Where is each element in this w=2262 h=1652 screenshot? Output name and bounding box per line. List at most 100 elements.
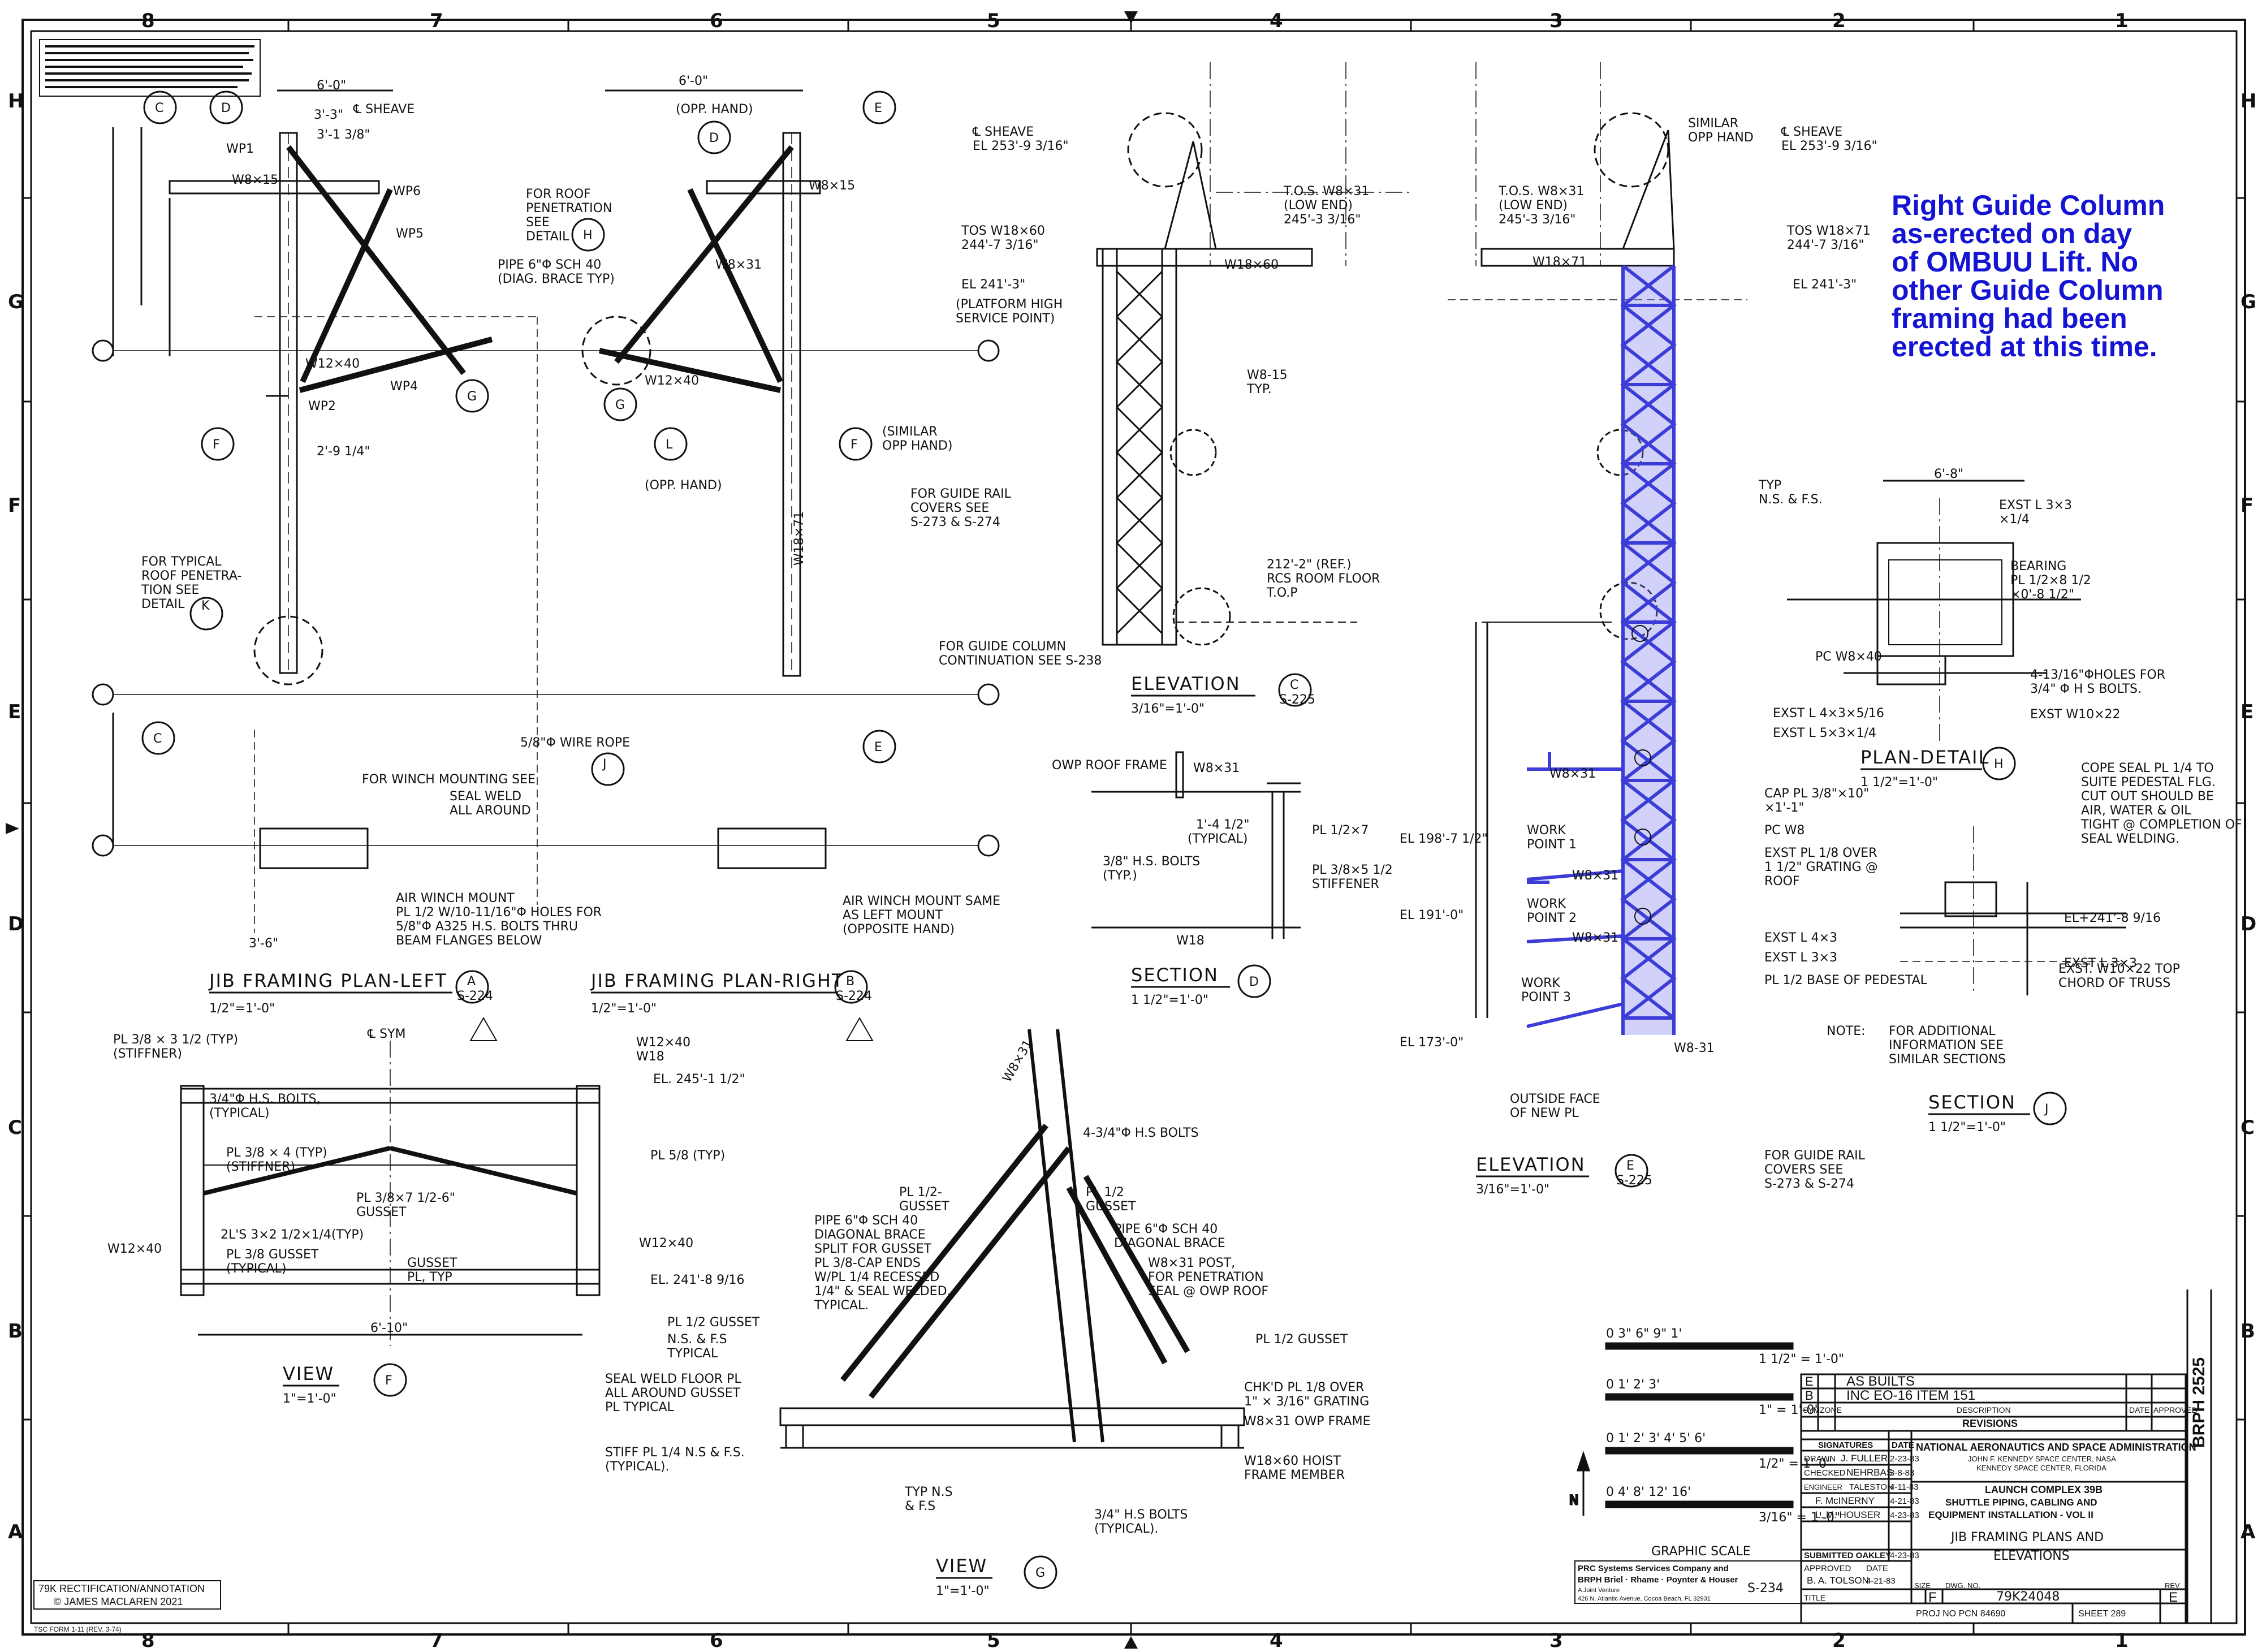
elevation-e-labels: SIMILAR OPP HAND ℄ SHEAVE EL 253'-9 3/16… [1400,117,1877,1120]
svg-text:TYP.: TYP. [1246,382,1272,396]
grid-row-a-right: A [2241,1521,2256,1543]
svg-text:SIMILAR: SIMILAR [1688,117,1738,131]
grid-ticks [23,20,2245,1634]
svg-text:PL 3/8 × 3 1/2 (TYP): PL 3/8 × 3 1/2 (TYP) [113,1033,238,1047]
view-markers [141,90,896,786]
svg-text:S-225: S-225 [1279,693,1315,707]
svg-text:BRPH Briel · Rhame · Poynter &: BRPH Briel · Rhame · Poynter & Houser [1578,1575,1738,1585]
svg-text:(TYPICAL): (TYPICAL) [226,1262,286,1276]
jib-right-title: JIB FRAMING PLAN-RIGHT 1/2"=1'-0" B S-22… [590,970,874,1041]
svg-text:(OPP. HAND): (OPP. HAND) [645,478,722,493]
svg-text:PL TYPICAL: PL TYPICAL [605,1400,675,1414]
grid-row-f-right: F [2241,494,2254,517]
svg-text:B: B [846,974,854,989]
svg-text:FRAME MEMBER: FRAME MEMBER [1244,1468,1345,1482]
svg-text:PRC Systems Services Company a: PRC Systems Services Company and [1578,1564,1729,1573]
svg-text:SIMILAR SECTIONS: SIMILAR SECTIONS [1889,1053,2006,1067]
jib-plan-right [598,89,827,869]
annotation-line-1: Right Guide Column [1892,189,2165,221]
svg-text:3'-3": 3'-3" [314,108,343,122]
svg-text:(OPPOSITE HAND): (OPPOSITE HAND) [843,922,955,937]
grid-col-3-bottom: 3 [1549,1629,1563,1652]
annotation-line-5: framing had been [1892,303,2127,334]
svg-text:SYM: SYM [1803,1405,1820,1414]
svg-text:DATE: DATE [1892,1440,1914,1450]
svg-text:WORK: WORK [1527,897,1566,911]
svg-text:1" × 3/16" GRATING: 1" × 3/16" GRATING [1244,1395,1369,1409]
svg-text:INFORMATION SEE: INFORMATION SEE [1889,1038,2004,1053]
graphic-scale-labels: 0 3" 6" 9" 1' 1 1/2" = 1'-0" 0 1' 2' 3' … [1606,1327,1844,1559]
svg-text:OWP ROOF FRAME: OWP ROOF FRAME [1052,758,1167,773]
svg-text:W12×40: W12×40 [639,1236,693,1250]
svg-text:W8×15: W8×15 [809,179,855,193]
svg-text:EXST L 3×3: EXST L 3×3 [1764,951,1837,965]
svg-text:F: F [1928,1590,1937,1605]
plan-detail-h-title: PLAN-DETAIL 1 1/2"=1'-0" H [1860,747,2016,790]
jib-left-title-text: JIB FRAMING PLAN-LEFT [208,970,447,991]
svg-text:D: D [1249,975,1259,989]
svg-text:PL 3/8×5 1/2: PL 3/8×5 1/2 [1312,863,1393,877]
svg-text:3/4"Φ H.S. BOLTS,: 3/4"Φ H.S. BOLTS, [209,1092,321,1106]
svg-text:(LOW END): (LOW END) [1284,199,1353,213]
svg-text:GRAPHIC SCALE: GRAPHIC SCALE [1651,1545,1751,1559]
svg-text:6'-0": 6'-0" [317,79,346,93]
svg-text:2L'S 3×2 1/2×1/4(TYP): 2L'S 3×2 1/2×1/4(TYP) [221,1228,364,1242]
svg-text:AS LEFT MOUNT: AS LEFT MOUNT [843,908,943,922]
svg-text:CONTINUATION SEE S-238: CONTINUATION SEE S-238 [939,654,1102,668]
svg-text:S-234: S-234 [1747,1581,1784,1595]
svg-text:EXST. W10×22 TOP: EXST. W10×22 TOP [2058,962,2180,976]
svg-text:0 3" 6" 9" 1': 0 3" 6" 9" 1' [1606,1327,1682,1341]
svg-text:TYP N.S: TYP N.S [904,1485,953,1499]
elevation-c [1096,62,1411,646]
svg-text:DRAWN: DRAWN [1804,1454,1836,1464]
annotation-line-6: erected at this time. [1892,331,2157,363]
grid-row-b: B [8,1320,23,1343]
svg-text:PIPE 6"Φ SCH 40: PIPE 6"Φ SCH 40 [814,1214,918,1228]
svg-text:426 N. Atlantic Avenue, Cocoa: 426 N. Atlantic Avenue, Cocoa Beach, FL … [1578,1595,1711,1602]
svg-text:BEAM FLANGES BELOW: BEAM FLANGES BELOW [396,934,542,948]
svg-text:DETAIL: DETAIL [526,230,569,244]
grid-row-e: E [8,701,21,723]
svg-text:PL 1/2 BASE OF PEDESTAL: PL 1/2 BASE OF PEDESTAL [1764,973,1928,987]
svg-text:PC W8: PC W8 [1764,823,1805,838]
svg-text:GUSSET: GUSSET [1086,1200,1136,1214]
svg-text:STIFF PL 1/4 N.S & F.S.: STIFF PL 1/4 N.S & F.S. [605,1446,745,1460]
svg-text:A Joint Venture: A Joint Venture [1578,1587,1620,1594]
svg-text:(TYPICAL).: (TYPICAL). [605,1460,669,1474]
grid-row-g: G [8,291,24,313]
svg-text:J: J [602,757,607,771]
svg-text:B. A. TOLSON: B. A. TOLSON [1807,1575,1869,1586]
svg-text:FOR ADDITIONAL: FOR ADDITIONAL [1889,1024,1996,1038]
svg-text:LAUNCH COMPLEX 39B: LAUNCH COMPLEX 39B [1985,1484,2103,1495]
svg-text:5/8"Φ WIRE ROPE: 5/8"Φ WIRE ROPE [520,736,630,750]
svg-text:PL 1/2: PL 1/2 [1086,1185,1124,1200]
annotation-line-4: other Guide Column [1892,274,2164,306]
svg-text:EL 241'-3": EL 241'-3" [961,278,1025,292]
svg-text:SERVICE POINT): SERVICE POINT) [956,312,1055,326]
svg-text:FOR WINCH MOUNTING SEE: FOR WINCH MOUNTING SEE [362,773,536,787]
svg-text:245'-3 3/16": 245'-3 3/16" [1499,213,1576,227]
svg-text:TOS W18×71: TOS W18×71 [1786,224,1871,238]
svg-text:SECTION: SECTION [1131,964,1219,986]
svg-text:TION SEE: TION SEE [141,583,199,597]
grid-row-h-right: H [2241,90,2256,113]
svg-text:H: H [1994,757,2004,771]
svg-text:H: H [583,228,593,243]
notice-box [39,39,261,97]
svg-text:EL. 245'-1 1/2": EL. 245'-1 1/2" [653,1072,745,1086]
svg-text:1 1/2"=1'-0": 1 1/2"=1'-0" [1860,775,1938,790]
svg-text:POINT 2: POINT 2 [1527,911,1577,925]
grid-col-2: 2 [1832,10,1846,32]
svg-text:245'-3 3/16": 245'-3 3/16" [1284,213,1361,227]
svg-text:6'-10": 6'-10" [370,1321,408,1335]
grid-col-5-bottom: 5 [987,1629,1000,1652]
svg-text:79K24048: 79K24048 [1996,1590,2060,1604]
svg-text:N: N [1569,1494,1578,1508]
svg-text:EL 253'-9 3/16": EL 253'-9 3/16" [973,139,1069,153]
annotation-line-2: as-erected on day [1892,218,2132,249]
svg-text:GUSSET: GUSSET [899,1200,949,1214]
svg-text:PL 3/8 × 4 (TYP): PL 3/8 × 4 (TYP) [226,1146,327,1160]
svg-text:BRPH 2525: BRPH 2525 [2190,1357,2208,1448]
svg-text:TIGHT @ COMPLETION OF: TIGHT @ COMPLETION OF [2080,818,2242,832]
